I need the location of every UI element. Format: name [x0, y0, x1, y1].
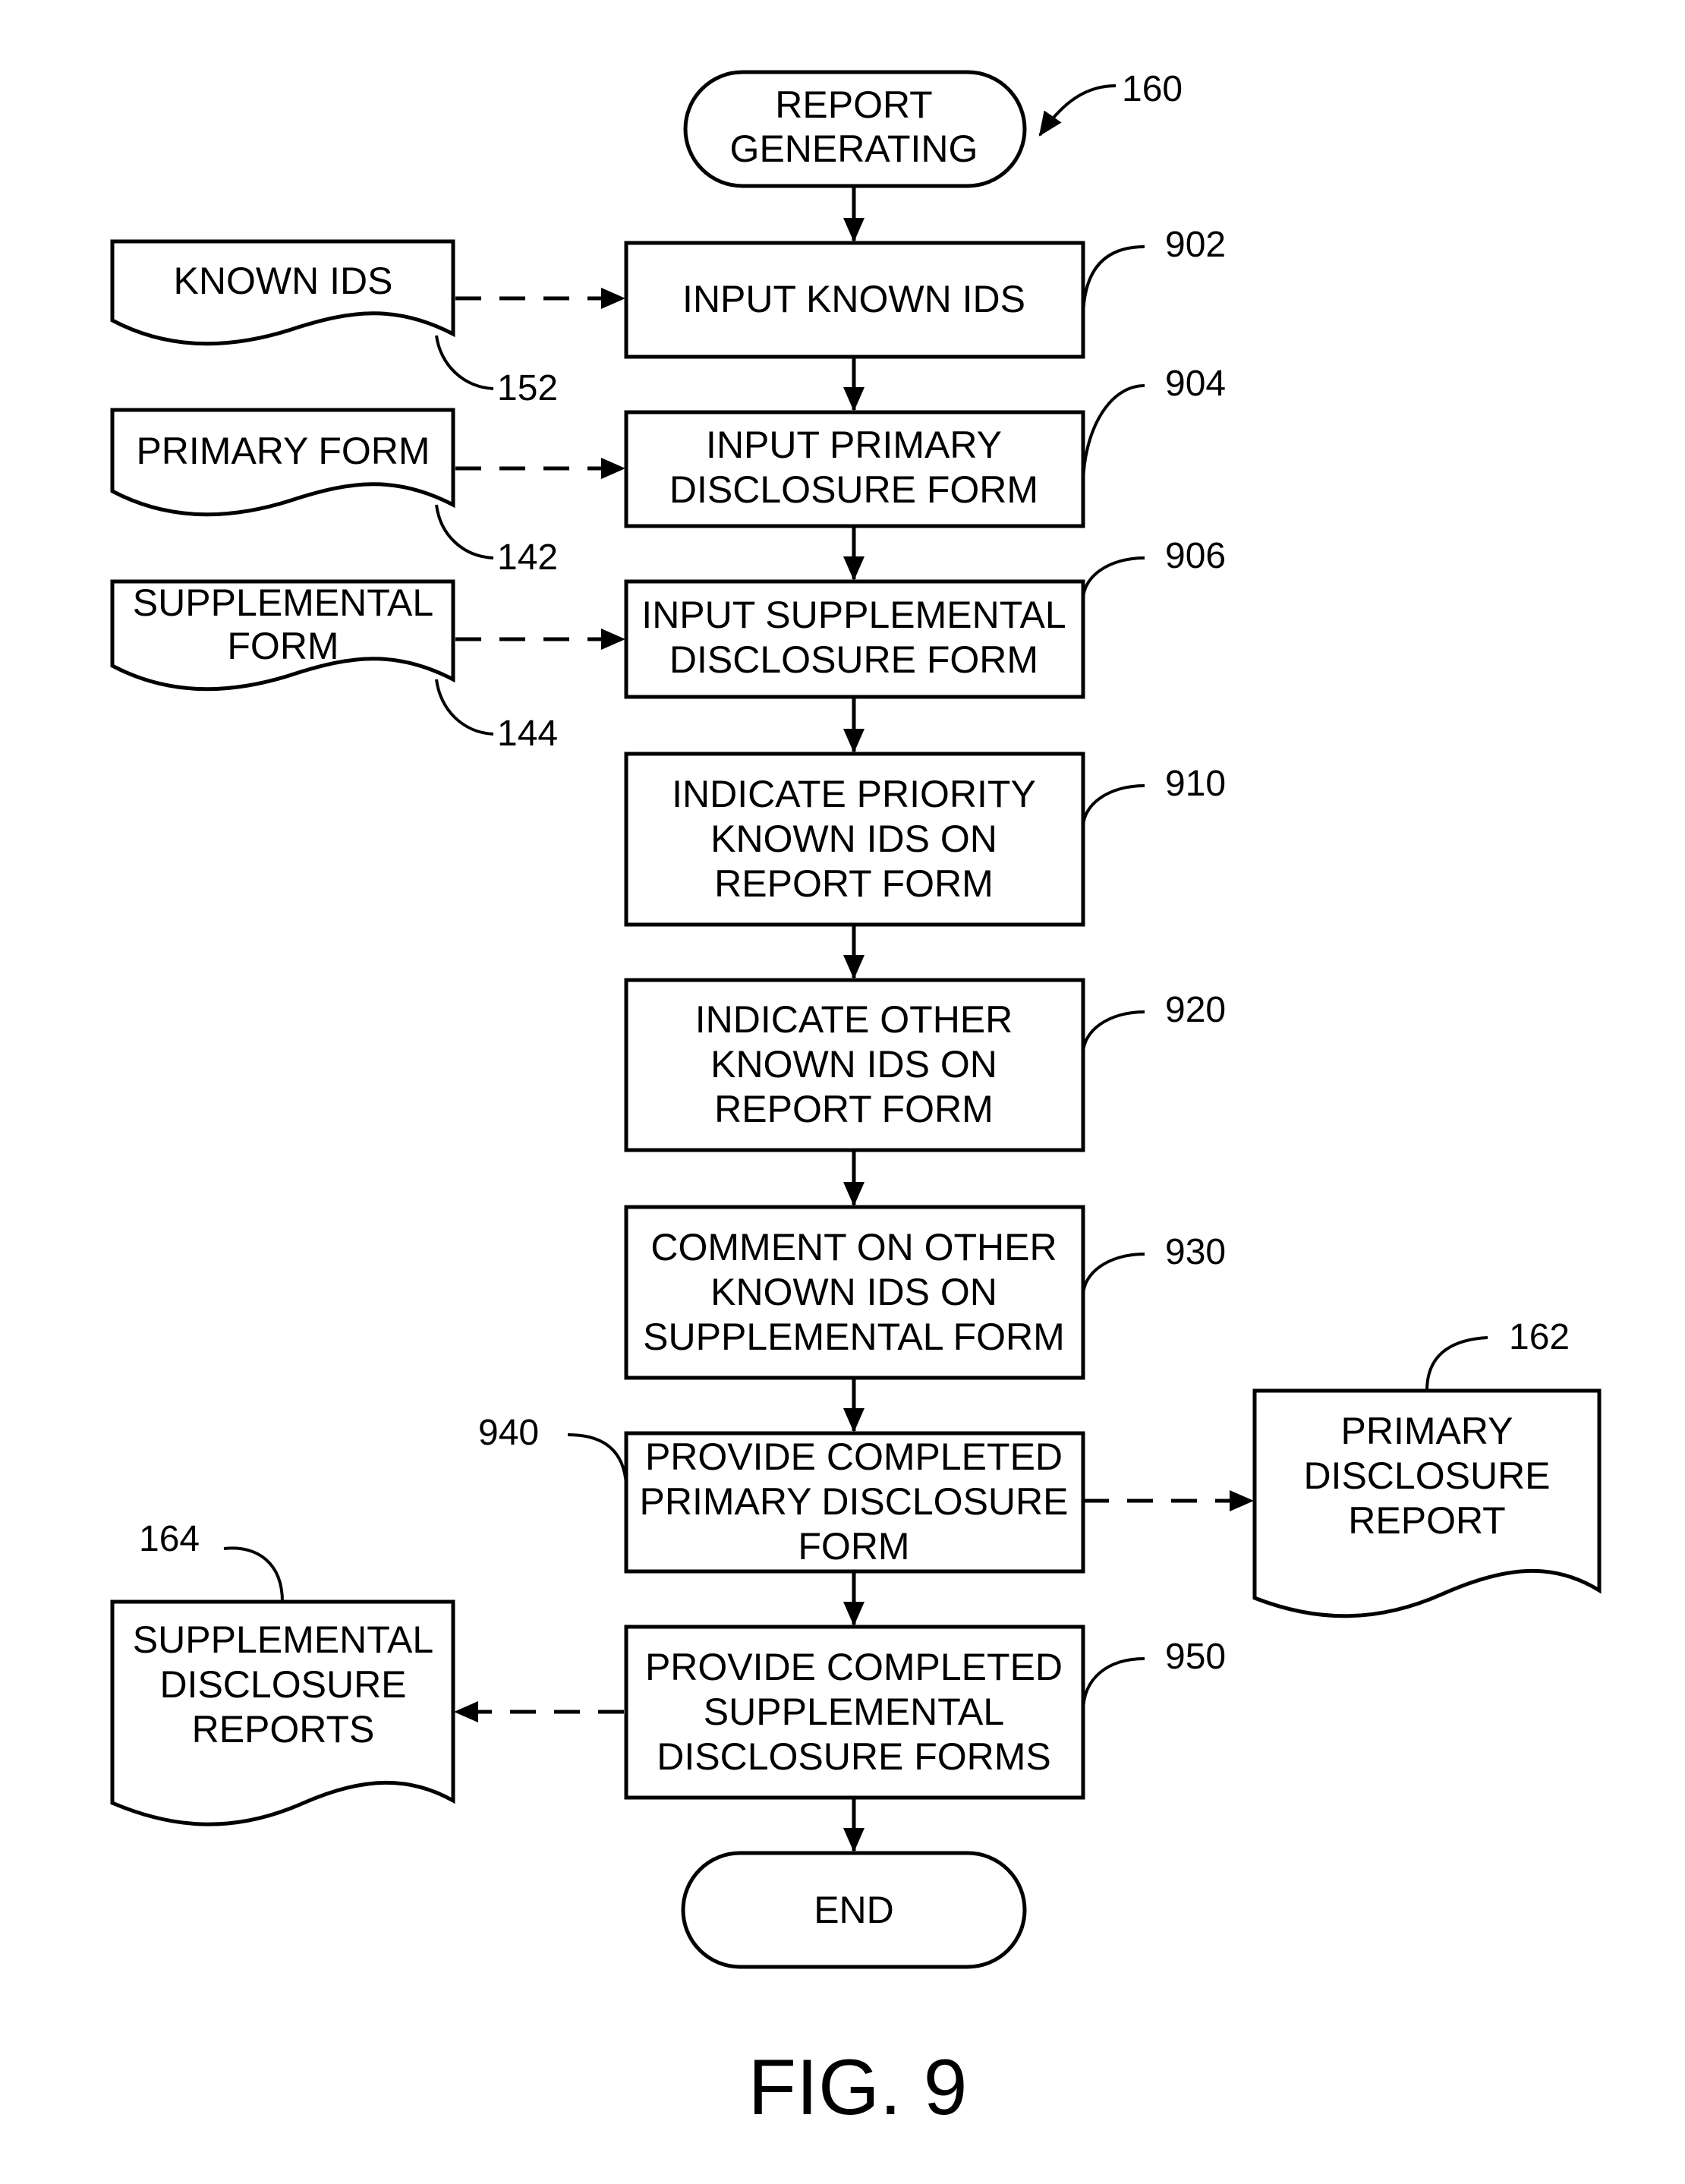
step-910-line-1: INDICATE PRIORITY: [672, 773, 1036, 815]
ref-920: 920: [1165, 990, 1226, 1030]
document-primary-report-line-2: DISCLOSURE: [1303, 1454, 1550, 1497]
leader-152: [436, 336, 493, 389]
step-904-line-1: INPUT PRIMARY: [706, 424, 1002, 466]
end-terminal: END: [683, 1853, 1025, 1967]
leader-940: [568, 1435, 626, 1484]
leader-930: [1083, 1254, 1145, 1296]
document-primary-report: PRIMARY DISCLOSURE REPORT: [1255, 1391, 1599, 1616]
leader-950: [1083, 1659, 1145, 1712]
step-920-line-1: INDICATE OTHER: [695, 998, 1013, 1041]
ref-162: 162: [1509, 1317, 1570, 1357]
step-920-line-2: KNOWN IDS ON: [710, 1043, 997, 1086]
leader-906: [1083, 558, 1145, 600]
figure-caption: FIG. 9: [748, 2044, 968, 2132]
start-terminal: REPORT GENERATING: [685, 72, 1025, 186]
step-906-line-1: INPUT SUPPLEMENTAL: [641, 594, 1066, 636]
document-supplemental-form-line-1: SUPPLEMENTAL: [133, 581, 433, 624]
document-primary-form-line-1: PRIMARY FORM: [136, 430, 430, 472]
document-primary-report-line-3: REPORT: [1348, 1499, 1505, 1542]
document-supplemental-form: SUPPLEMENTAL FORM: [112, 581, 453, 689]
ref-152: 152: [497, 368, 558, 408]
leader-160: [1040, 86, 1116, 135]
document-supplemental-reports-line-1: SUPPLEMENTAL: [133, 1618, 433, 1661]
step-930-line-1: COMMENT ON OTHER: [650, 1226, 1057, 1268]
ref-142: 142: [497, 537, 558, 578]
step-920: INDICATE OTHER KNOWN IDS ON REPORT FORM: [626, 980, 1083, 1150]
step-950-line-1: PROVIDE COMPLETED: [645, 1646, 1063, 1688]
ref-160: 160: [1122, 69, 1183, 109]
ref-906: 906: [1165, 536, 1226, 576]
step-906: INPUT SUPPLEMENTAL DISCLOSURE FORM: [626, 581, 1083, 697]
leader-144: [436, 679, 493, 734]
start-terminal-line-2: GENERATING: [730, 128, 978, 170]
step-910-line-3: REPORT FORM: [714, 862, 994, 905]
document-known-ids: KNOWN IDS: [112, 241, 453, 344]
step-940: PROVIDE COMPLETED PRIMARY DISCLOSURE FOR…: [626, 1433, 1083, 1571]
step-902: INPUT KNOWN IDS: [626, 243, 1083, 357]
step-906-line-2: DISCLOSURE FORM: [669, 638, 1038, 681]
ref-950: 950: [1165, 1637, 1226, 1677]
ref-902: 902: [1165, 225, 1226, 265]
step-902-line-1: INPUT KNOWN IDS: [682, 278, 1025, 320]
step-904-line-2: DISCLOSURE FORM: [669, 468, 1038, 511]
step-910-line-2: KNOWN IDS ON: [710, 818, 997, 860]
leader-162: [1427, 1338, 1488, 1391]
ref-144: 144: [497, 714, 558, 754]
ref-164: 164: [139, 1519, 200, 1559]
document-supplemental-reports: SUPPLEMENTAL DISCLOSURE REPORTS: [112, 1602, 453, 1824]
leader-910: [1083, 786, 1145, 827]
document-known-ids-line-1: KNOWN IDS: [174, 260, 393, 302]
step-930-line-2: KNOWN IDS ON: [710, 1271, 997, 1313]
step-950: PROVIDE COMPLETED SUPPLEMENTAL DISCLOSUR…: [626, 1627, 1083, 1798]
step-904: INPUT PRIMARY DISCLOSURE FORM: [626, 412, 1083, 526]
leader-904: [1083, 386, 1145, 486]
document-supplemental-form-line-2: FORM: [227, 625, 339, 667]
step-930-line-3: SUPPLEMENTAL FORM: [643, 1316, 1065, 1358]
end-terminal-line-1: END: [814, 1889, 894, 1931]
leader-142: [436, 505, 493, 558]
ref-904: 904: [1165, 364, 1226, 404]
ref-930: 930: [1165, 1232, 1226, 1272]
leader-164: [224, 1548, 282, 1602]
document-supplemental-reports-line-2: DISCLOSURE: [159, 1663, 406, 1706]
step-940-line-3: FORM: [798, 1525, 909, 1568]
step-950-line-2: SUPPLEMENTAL: [704, 1691, 1004, 1733]
leader-902: [1083, 247, 1145, 319]
start-terminal-line-1: REPORT: [775, 84, 932, 126]
step-940-line-1: PROVIDE COMPLETED: [645, 1436, 1063, 1478]
step-950-line-3: DISCLOSURE FORMS: [657, 1735, 1051, 1778]
leader-920: [1083, 1012, 1145, 1054]
step-920-line-3: REPORT FORM: [714, 1088, 994, 1130]
ref-940: 940: [478, 1413, 539, 1453]
step-940-line-2: PRIMARY DISCLOSURE: [640, 1480, 1069, 1523]
step-910: INDICATE PRIORITY KNOWN IDS ON REPORT FO…: [626, 754, 1083, 925]
document-primary-form: PRIMARY FORM: [112, 410, 453, 515]
document-primary-report-line-1: PRIMARY: [1341, 1410, 1513, 1452]
ref-910: 910: [1165, 764, 1226, 804]
document-supplemental-reports-line-3: REPORTS: [192, 1708, 375, 1751]
step-930: COMMENT ON OTHER KNOWN IDS ON SUPPLEMENT…: [626, 1207, 1083, 1378]
